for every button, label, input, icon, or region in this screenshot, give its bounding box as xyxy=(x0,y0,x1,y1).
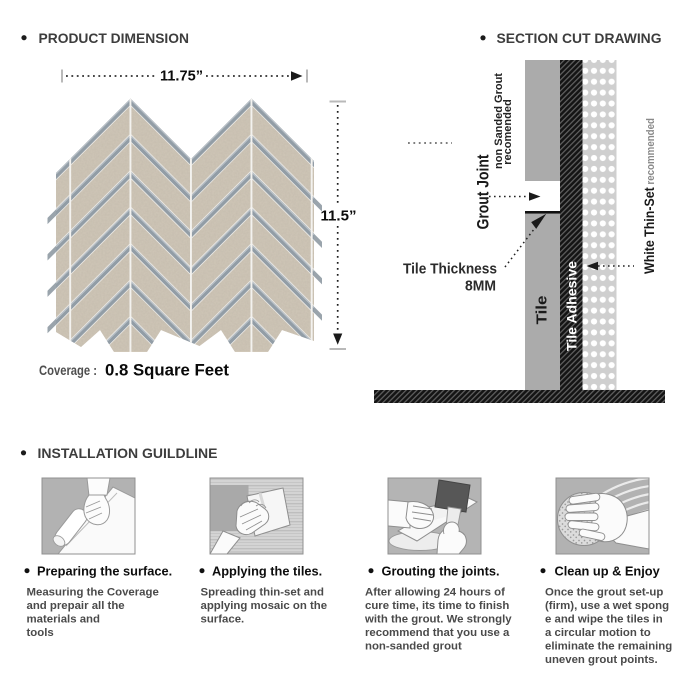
svg-text:Tile Thickness: Tile Thickness xyxy=(403,261,497,278)
svg-text:tools: tools xyxy=(27,627,54,639)
svg-text:SECTION CUT DRAWING: SECTION CUT DRAWING xyxy=(497,30,662,46)
svg-text:White Thin-Set recommended: White Thin-Set recommended xyxy=(641,118,657,274)
svg-text:Clean up & Enjoy: Clean up & Enjoy xyxy=(555,564,661,579)
svg-text:0.8 Square Feet: 0.8 Square Feet xyxy=(105,362,229,380)
svg-text:cure time, its time to finish: cure time, its time to finish xyxy=(365,600,509,612)
svg-text:Applying the tiles.: Applying the tiles. xyxy=(212,564,322,579)
svg-text:Tile Adhesive: Tile Adhesive xyxy=(565,260,580,351)
svg-text:Once the grout set-up: Once the grout set-up xyxy=(545,587,663,599)
svg-text:a circular motion to: a circular motion to xyxy=(545,627,651,639)
svg-text:After allowing 24 hours of: After allowing 24 hours of xyxy=(365,587,505,599)
svg-text:Preparing the surface.: Preparing the surface. xyxy=(37,564,172,579)
svg-text:non Sanded Grout: non Sanded Grout xyxy=(493,73,505,169)
svg-text:eliminate the remaining: eliminate the remaining xyxy=(545,640,672,652)
svg-text:11.75”: 11.75” xyxy=(160,68,203,85)
svg-text:materials and: materials and xyxy=(27,613,100,625)
svg-text:surface.: surface. xyxy=(201,613,245,625)
svg-text:e and wipe the tiles in: e and wipe the tiles in xyxy=(545,613,663,625)
svg-text:and prepair all the: and prepair all the xyxy=(27,600,125,612)
svg-text:non-sanded grout: non-sanded grout xyxy=(365,640,462,652)
svg-text:Grouting the joints.: Grouting the joints. xyxy=(382,564,500,579)
svg-text:Tile: Tile xyxy=(534,296,551,325)
svg-text:Grout Joint: Grout Joint xyxy=(475,154,493,229)
svg-text:recomended: recomended xyxy=(502,99,514,164)
svg-text:11.5”: 11.5” xyxy=(321,208,357,225)
svg-text:PRODUCT DIMENSION: PRODUCT DIMENSION xyxy=(39,30,190,46)
svg-text:uneven grout points.: uneven grout points. xyxy=(545,654,658,666)
svg-text:INSTALLATION GUILDLINE: INSTALLATION GUILDLINE xyxy=(38,445,218,461)
svg-text:with the grout. We strongly: with the grout. We strongly xyxy=(364,613,512,625)
svg-text:recommend that you use a: recommend that you use a xyxy=(365,627,510,639)
svg-text:8MM: 8MM xyxy=(465,278,496,295)
svg-text:Spreading thin-set and: Spreading thin-set and xyxy=(201,587,324,599)
svg-text:Measuring the Coverage: Measuring the Coverage xyxy=(27,587,159,599)
svg-text:Coverage :: Coverage : xyxy=(39,362,97,378)
svg-text:applying mosaic on the: applying mosaic on the xyxy=(201,600,328,612)
svg-text:(firm), use a wet spong: (firm), use a wet spong xyxy=(545,600,669,612)
